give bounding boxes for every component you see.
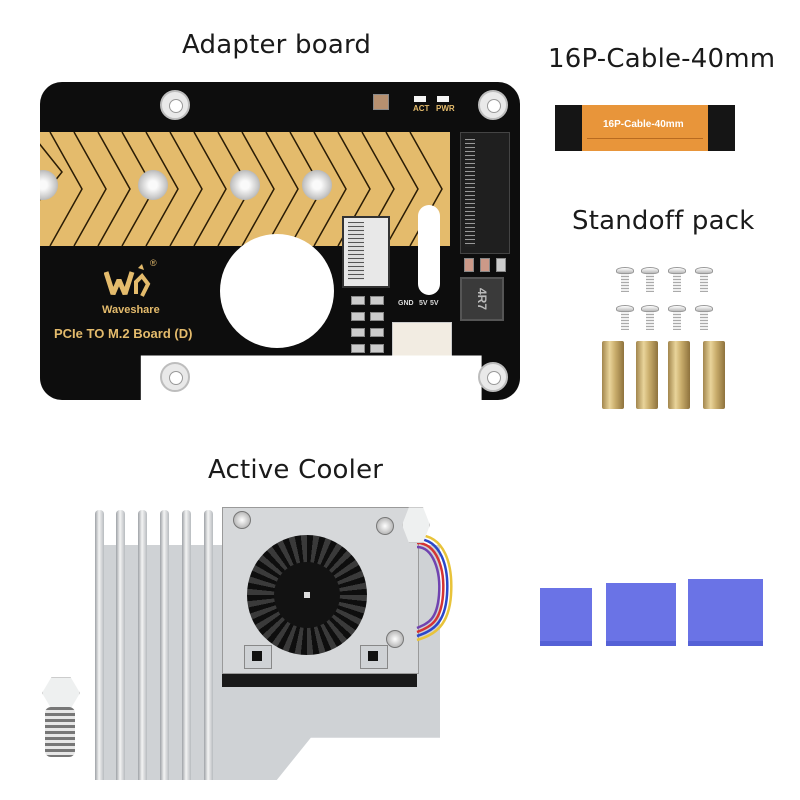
mount-tab — [244, 645, 272, 669]
thermal-pad-medium — [606, 583, 676, 646]
pwr-label: PWR — [436, 104, 455, 113]
screw — [695, 267, 713, 293]
m2-standoff — [230, 170, 260, 200]
pcb: 4R7 GND 5V 5V ACT PWR ® Waveshare PCIe T… — [40, 82, 520, 400]
active-cooler-label: Active Cooler — [208, 455, 384, 485]
adapter-board-image: 4R7 GND 5V 5V ACT PWR ® Waveshare PCIe T… — [40, 82, 520, 400]
fan-connector — [392, 322, 452, 360]
m2-standoff — [138, 170, 168, 200]
fan-screw — [376, 517, 394, 535]
smd-component — [351, 328, 365, 337]
brand-text: Waveshare — [102, 304, 160, 316]
fpc-connector — [342, 216, 390, 288]
screw — [695, 305, 713, 331]
inductor: 4R7 — [460, 277, 504, 321]
smd-component — [351, 344, 365, 353]
fan-hub — [274, 562, 340, 628]
thermal-pad-large — [688, 579, 763, 646]
screw — [668, 267, 686, 293]
smd-component — [370, 344, 384, 353]
smd-component — [370, 296, 384, 305]
spring — [45, 707, 75, 757]
thermal-pad-small — [540, 588, 592, 646]
act-label: ACT — [413, 104, 430, 113]
cable-printed-text: 16P-Cable-40mm — [603, 119, 684, 130]
cable-label: 16P-Cable-40mm — [548, 44, 776, 74]
screw — [616, 305, 634, 331]
adapter-board-label: Adapter board — [182, 30, 372, 60]
smd-component — [480, 258, 490, 272]
screw — [641, 267, 659, 293]
smd-component — [370, 328, 384, 337]
cable-length-line — [587, 138, 703, 139]
cable-slot — [418, 205, 440, 295]
smd-component — [351, 312, 365, 321]
mounting-hole — [160, 90, 190, 120]
waveshare-logo-icon — [104, 264, 151, 297]
mounting-hole — [478, 362, 508, 392]
fpc-cable-image: 16P-Cable-40mm — [555, 105, 735, 151]
gold-chevron-plate — [40, 132, 450, 246]
brass-standoff — [602, 341, 624, 409]
cable-end — [708, 105, 735, 151]
fan-screw — [386, 630, 404, 648]
act-led — [414, 96, 426, 102]
connector-label-5v: 5V — [419, 300, 428, 307]
m2-slot-connector — [460, 132, 510, 254]
mount-tab — [360, 645, 388, 669]
pwr-led — [437, 96, 449, 102]
heatsink-fins — [95, 510, 215, 785]
registered-mark: ® — [150, 258, 157, 268]
nylon-pin — [42, 677, 80, 709]
screw — [641, 305, 659, 331]
m2-standoff — [302, 170, 332, 200]
brass-standoff — [703, 341, 725, 409]
fan-screw — [233, 511, 251, 529]
smd-component — [496, 258, 506, 272]
fan-cutout — [220, 234, 334, 348]
edge-screw — [40, 170, 58, 200]
smd-component — [370, 312, 384, 321]
screw — [668, 305, 686, 331]
brass-standoff — [636, 341, 658, 409]
connector-label-5v: 5V — [430, 300, 439, 307]
smd-component — [351, 296, 365, 305]
connector-label-gnd: GND — [398, 300, 414, 307]
mounting-hole — [478, 90, 508, 120]
brass-standoff — [668, 341, 690, 409]
standoff-pack-label: Standoff pack — [572, 206, 755, 236]
active-cooler-image — [40, 505, 460, 795]
crystal — [373, 94, 389, 110]
screw — [616, 267, 634, 293]
smd-component — [464, 258, 474, 272]
cable-end — [555, 105, 582, 151]
product-name: PCIe TO M.2 Board (D) — [54, 326, 193, 341]
fan-wires — [416, 533, 453, 642]
mounting-hole — [160, 362, 190, 392]
